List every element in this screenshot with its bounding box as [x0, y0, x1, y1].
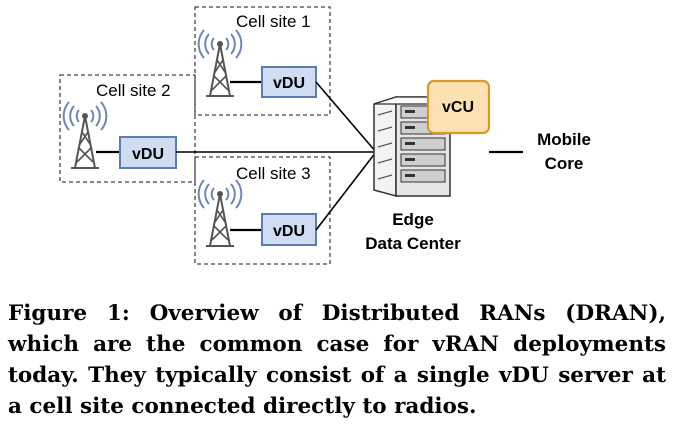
dran-diagram: Cell site 1 vDU Cell site 2 vDU Cell sit… [59, 6, 591, 265]
cell-site-3-border [194, 156, 331, 265]
cell-site-1: Cell site 1 vDU [194, 6, 331, 116]
fronthaul-links [176, 81, 377, 231]
cell-site-3-label: Cell site 3 [236, 164, 311, 183]
mobile-core-label-line2: Core [545, 154, 584, 173]
vcu-box [426, 79, 491, 135]
edge-label-line1: Edge [392, 210, 434, 229]
cell-site-2-label: Cell site 2 [96, 81, 171, 100]
edge-label-line2: Data Center [365, 234, 461, 253]
cell-site-3: Cell site 3 vDU [194, 156, 331, 265]
cell-site-2-border [59, 74, 196, 183]
figure-caption: Figure 1: Overview of Distributed RANs (… [8, 298, 666, 422]
vcu: vCU [426, 79, 491, 135]
radio-tower-icon [197, 179, 243, 247]
vcu-label: vCU [442, 99, 474, 116]
cell-site-1-label: Cell site 1 [236, 12, 311, 31]
radio-tower-icon [197, 29, 243, 97]
cell-site-2: Cell site 2 vDU [59, 74, 196, 183]
vdu-label-site-3: vDU [273, 223, 305, 240]
radio-tower-icon [62, 101, 108, 169]
vdu-label-site-1: vDU [273, 75, 305, 92]
vdu-label-site-2: vDU [132, 146, 164, 163]
vdu-box-site-3 [261, 213, 317, 246]
cell-site-1-border [194, 6, 331, 116]
figure-caption-text: Figure 1: Overview of Distributed RANs (… [8, 301, 666, 419]
server-rack-icon [373, 95, 451, 197]
mobile-core-label-line1: Mobile [537, 130, 591, 149]
